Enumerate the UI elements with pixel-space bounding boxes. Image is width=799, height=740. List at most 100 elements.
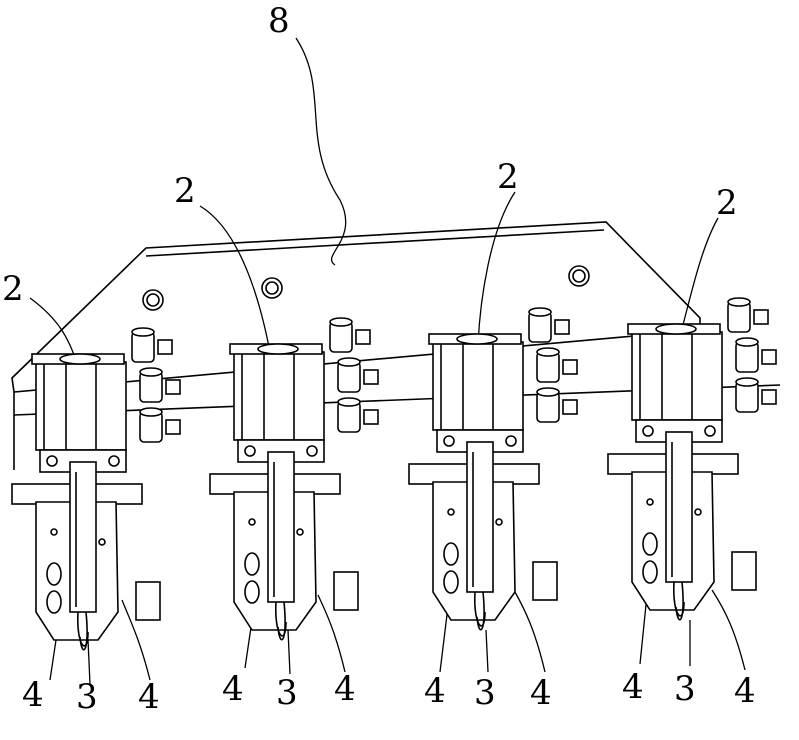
mount-screw [642,425,654,437]
leader-line [121,599,151,681]
mount-screw [244,445,256,457]
fitting-top [329,317,353,327]
gripper-finger [79,611,88,651]
mount-screw [108,455,120,467]
slot-hole [244,580,260,604]
slot-hole [443,542,459,566]
adjust-screw [165,419,181,435]
piston-rod [466,441,494,593]
fitting-top [735,337,759,347]
label-jaw: 4 [424,671,446,711]
plate-hole [568,265,590,287]
adjust-screw [761,389,777,405]
label-finger: 3 [76,677,98,717]
jaw-stop [532,561,558,601]
cylinder-body [233,351,325,441]
screw-hole [495,518,503,526]
slot-hole [244,552,260,576]
label-jaw: 4 [22,675,44,715]
mount-screw [46,455,58,467]
screw-hole [98,538,106,546]
cylinder-bore [59,353,101,365]
label-finger: 3 [276,673,298,713]
fitting-top [735,377,759,387]
label-cylinder: 2 [2,269,24,309]
leader-line [199,205,271,353]
adjust-screw [355,329,371,345]
jaw-stop [333,571,359,611]
plate-hole-inner [265,281,279,295]
adjust-screw [363,409,379,425]
cylinder-bore [655,323,697,335]
gripper-finger [476,591,485,631]
label-jaw: 4 [622,667,644,707]
mount-screw [505,435,517,447]
label-jaw: 4 [334,669,356,709]
leader-line [477,191,516,346]
adjust-screw [761,349,777,365]
label-finger: 3 [674,669,696,709]
plate-hole-inner [572,269,586,283]
screw-hole [694,508,702,516]
fitting-top [337,397,361,407]
screw-hole [50,528,58,536]
label-finger: 3 [474,673,496,713]
cylinder-body [432,341,524,431]
slot-hole [642,560,658,584]
fitting-top [528,307,552,317]
adjust-screw [562,399,578,415]
screw-hole [248,518,256,526]
cylinder-body [631,331,723,421]
gripper-finger [277,601,286,641]
adjust-screw [554,319,570,335]
adjust-screw [753,309,769,325]
slot-hole [443,570,459,594]
plate-edge [145,229,605,257]
leader-line [485,629,489,673]
jaw-stop [135,581,161,621]
piston-rod [665,431,693,583]
screw-hole [447,508,455,516]
adjust-screw [562,359,578,375]
fitting-top [727,297,751,307]
plate-hole-inner [146,293,160,307]
adjust-screw [363,369,379,385]
leader-line [711,589,746,671]
label-plate: 8 [268,1,290,41]
piston-rod [69,461,97,613]
cylinder-body [35,361,127,451]
mount-screw [443,435,455,447]
leader-line [87,639,91,685]
adjust-screw [157,339,173,355]
screw-hole [646,498,654,506]
label-jaw: 4 [138,677,160,717]
slot-hole [46,562,62,586]
fitting-top [337,357,361,367]
slot-hole [642,532,658,556]
mount-screw [306,445,318,457]
slot-hole [46,590,62,614]
cylinder-bore [456,333,498,345]
label-jaw: 4 [530,673,552,713]
leader-line [295,37,347,266]
fitting-top [139,407,163,417]
leader-line [514,591,546,673]
fitting-top [139,367,163,377]
cylinder-bore [257,343,299,355]
adjust-screw [165,379,181,395]
fitting-top [536,387,560,397]
jaw-stop [731,551,757,591]
label-cylinder: 2 [497,157,519,197]
plate-hole [261,277,283,299]
label-jaw: 4 [734,671,756,711]
screw-hole [296,528,304,536]
mount-screw [704,425,716,437]
plate-hole [142,289,164,311]
leader-line [287,629,291,675]
leader-line [317,594,346,673]
label-jaw: 4 [222,669,244,709]
label-cylinder: 2 [174,171,196,211]
fitting-top [536,347,560,357]
